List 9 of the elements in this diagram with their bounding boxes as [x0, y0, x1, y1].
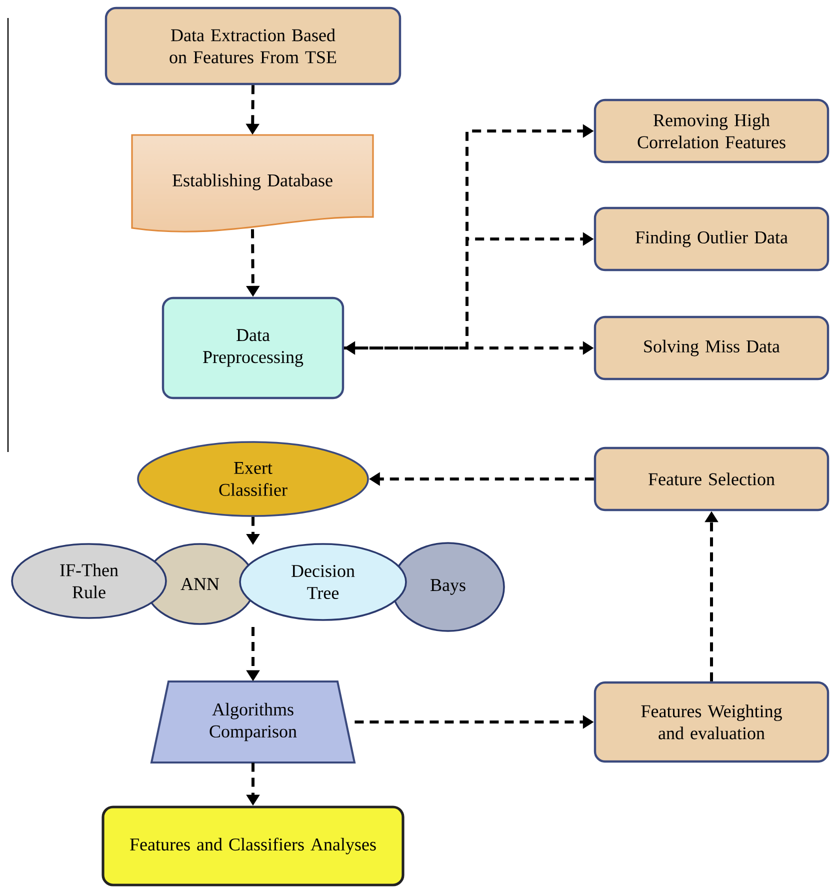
- terminal-box: Features and Classifiers Analyses: [102, 806, 404, 886]
- process-box: Finding Outlier Data: [594, 206, 830, 272]
- process-box: Data Extraction Based on Features From TSE: [104, 6, 402, 86]
- process-box: Data Preprocessing: [162, 296, 344, 400]
- process-box: Features Weighting and evaluation: [594, 681, 830, 763]
- process-box: Removing High Correlation Features: [594, 98, 830, 164]
- process-box: Feature Selection: [594, 446, 830, 512]
- document-box: Establishing Database: [131, 134, 374, 232]
- process-box: Solving Miss Data: [594, 316, 830, 380]
